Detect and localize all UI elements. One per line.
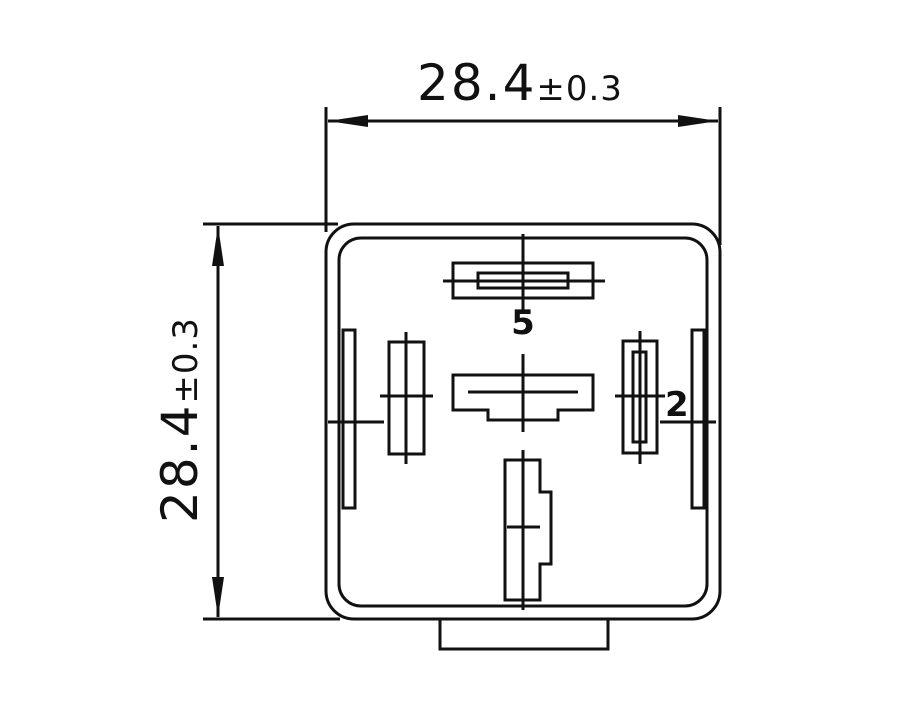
pin-bottom-terminal	[503, 450, 553, 610]
height-dimension-tolerance: ±0.3	[166, 317, 206, 404]
housing-left-rib	[341, 328, 357, 510]
pin-left-terminal	[328, 332, 433, 464]
width-dimension: 28.4±0.3	[324, 54, 722, 245]
height-dimension-value: 28.4	[151, 404, 209, 523]
pin-center-terminal	[451, 354, 595, 432]
pin-5-label: 5	[511, 303, 535, 343]
housing-right-rib	[690, 328, 706, 510]
height-dimension: 28.4±0.3	[151, 222, 340, 621]
width-dimension-value: 28.4	[417, 54, 536, 112]
pin-center-outline	[451, 373, 595, 422]
width-dimension-label: 28.4±0.3	[417, 54, 623, 112]
pin-2-terminal: 2	[615, 331, 716, 464]
housing-bottom-tab	[438, 617, 610, 651]
pin-5-terminal: 5	[443, 234, 605, 343]
pin-2-label: 2	[665, 385, 689, 425]
height-dimension-label: 28.4±0.3	[151, 317, 209, 523]
pin-bottom-outline	[503, 458, 553, 602]
width-dimension-tolerance: ±0.3	[536, 69, 623, 109]
